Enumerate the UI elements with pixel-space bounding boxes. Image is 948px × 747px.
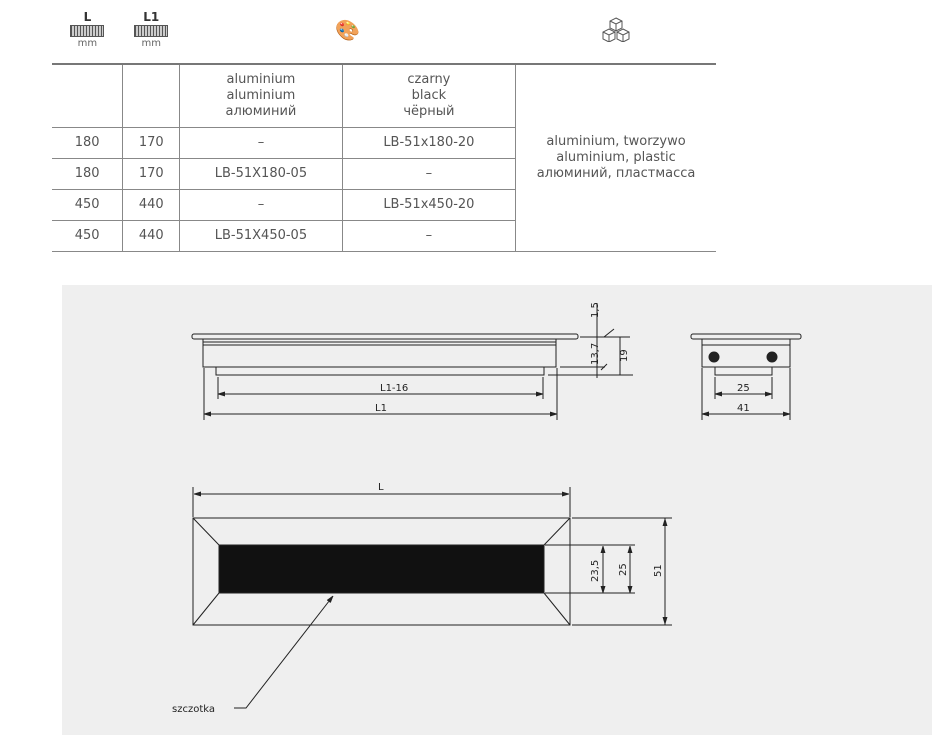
dim-41: 41: [737, 403, 750, 414]
palette-icon: 🎨: [335, 17, 361, 42]
header-material: [515, 0, 716, 65]
dim-23-5: 23,5: [590, 560, 601, 582]
dim-51: 51: [653, 564, 664, 577]
dim-L: L: [378, 482, 384, 493]
dim-25-height: 25: [618, 563, 629, 576]
header-color: 🎨: [179, 0, 516, 65]
side-view: L1-16 L1 1,5 13,7 19: [191, 302, 633, 420]
dim-L1: L1: [375, 403, 387, 414]
brush-label: szczotka: [172, 704, 215, 715]
end-view: 25 41: [690, 333, 802, 420]
technical-drawing: L1-16 L1 1,5 13,7 19 25 41 L 23,5 25 51 …: [62, 285, 932, 735]
top-view: L 23,5 25 51 szczotka: [172, 482, 672, 715]
dim-13-7: 13,7: [590, 343, 601, 365]
dim-L1-16: L1-16: [380, 383, 408, 394]
cubes-icon: [602, 17, 630, 43]
dim-19: 19: [619, 349, 630, 362]
dim-1-5: 1,5: [590, 302, 601, 318]
dim-25: 25: [737, 383, 750, 394]
